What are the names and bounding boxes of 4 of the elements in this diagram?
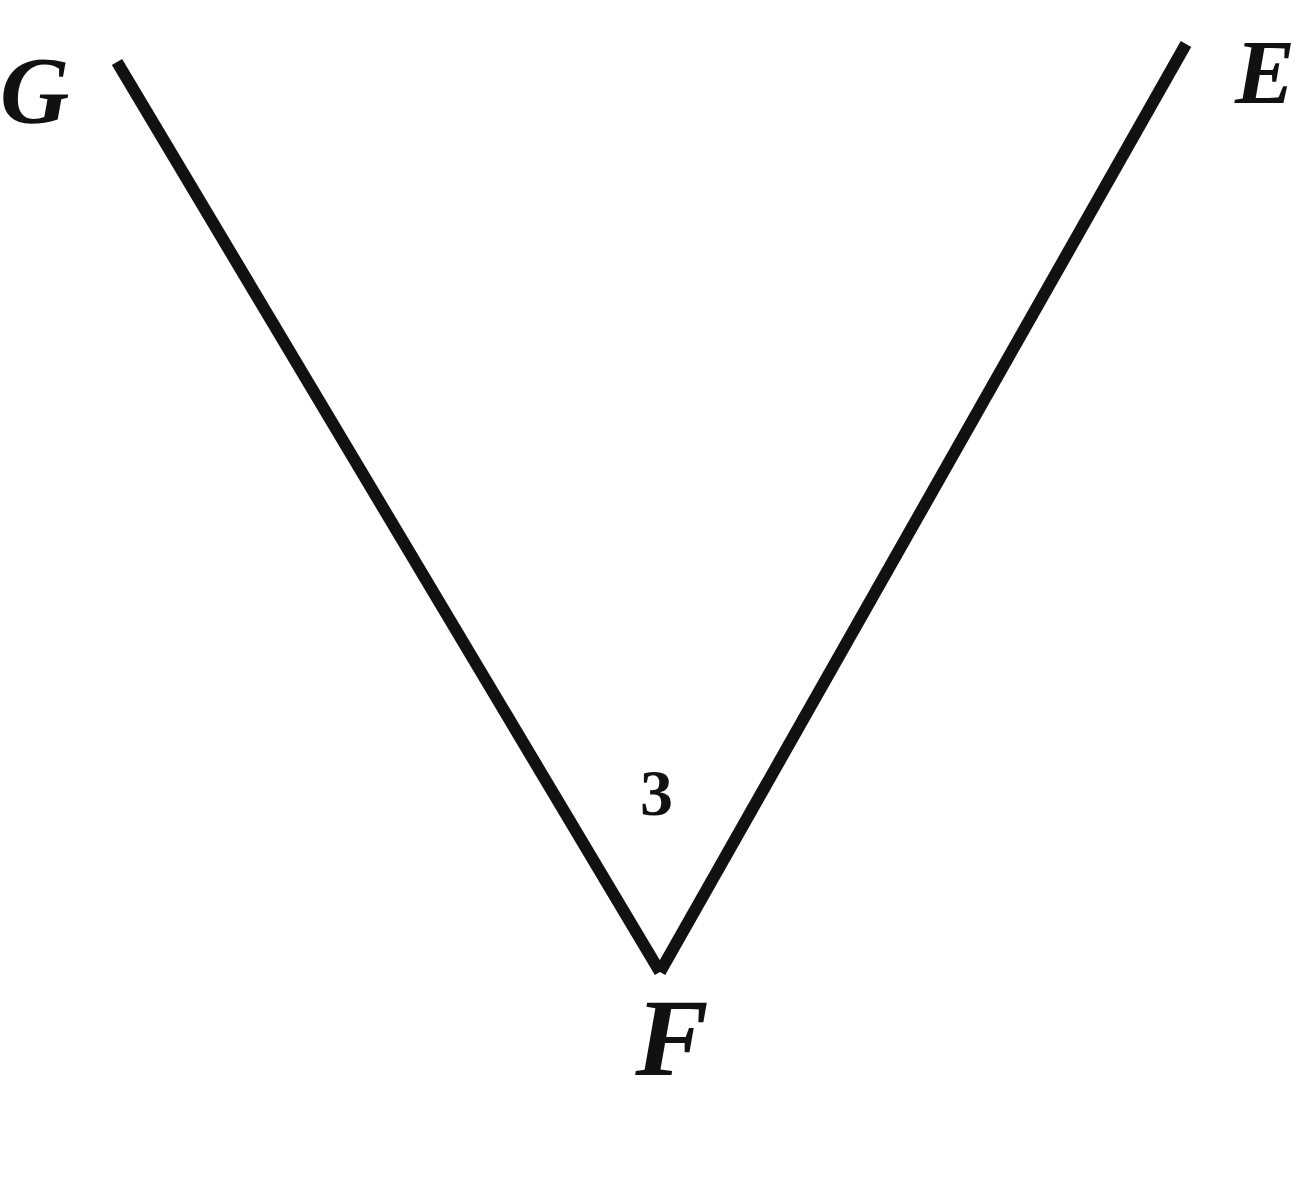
angle-number: 3 <box>640 760 673 826</box>
point-label: F <box>612 975 732 1100</box>
point-label: G <box>0 45 115 137</box>
point-label: E <box>1185 30 1295 115</box>
